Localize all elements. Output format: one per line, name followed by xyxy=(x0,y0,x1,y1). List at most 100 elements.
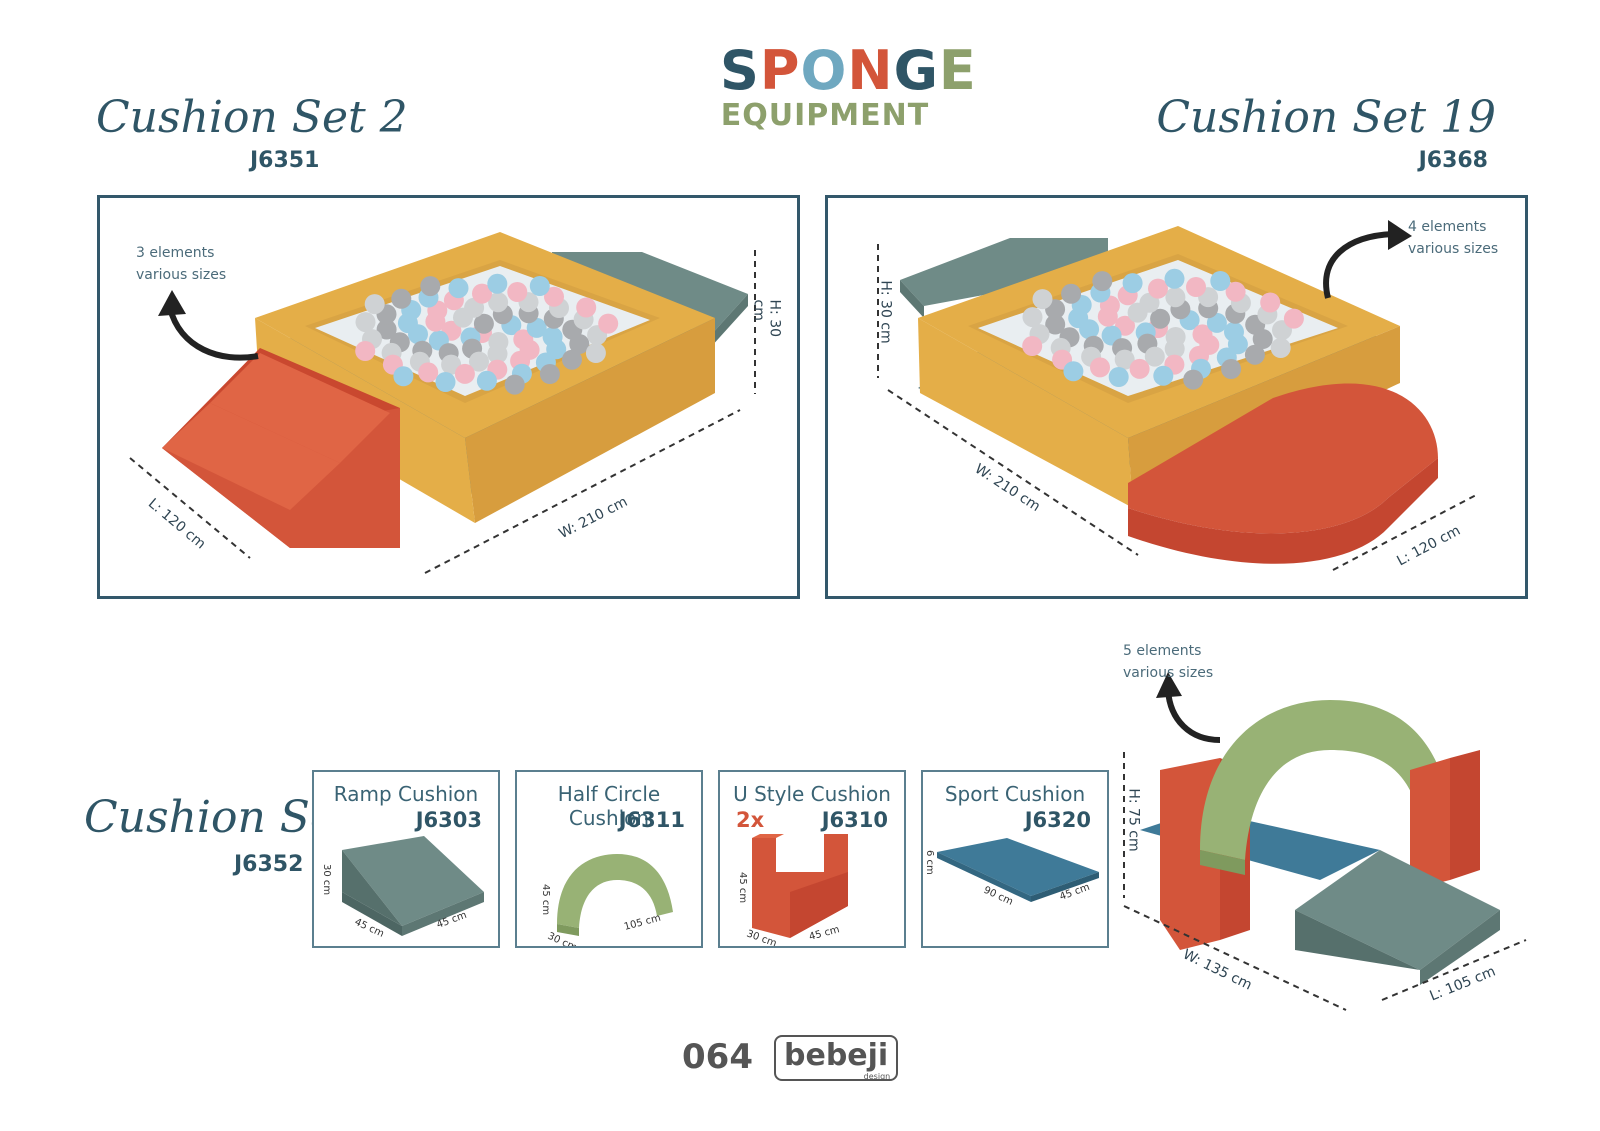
page-number: 064 xyxy=(682,1037,753,1077)
product-card-u-style: U Style Cushion 2x J6310 45 cm 30 cm 45 … xyxy=(718,770,906,948)
ball xyxy=(1114,349,1135,370)
ball xyxy=(435,372,456,392)
ball xyxy=(507,282,528,302)
ball xyxy=(1221,359,1242,379)
set-code: J6351 xyxy=(250,148,320,173)
brand-logo: SPONGE EQUIPMENT xyxy=(720,44,976,134)
ball xyxy=(562,349,582,370)
brand-logo-letter: E xyxy=(938,39,977,102)
ball xyxy=(544,286,564,307)
bebeji-logo-text: bebeji xyxy=(784,1038,889,1073)
ball xyxy=(469,351,489,372)
ball xyxy=(1148,278,1168,299)
brand-logo-letter: G xyxy=(893,39,939,102)
ball xyxy=(355,341,376,361)
ramp-cushion-image: 30 cm 45 cm 45 cm xyxy=(321,836,484,940)
ball xyxy=(1108,367,1129,387)
half-circle-cushion-image: 45 cm 30 cm 105 cm xyxy=(540,854,673,946)
product-code: J6320 xyxy=(1024,808,1091,832)
ball xyxy=(1045,314,1066,335)
ball xyxy=(504,374,525,395)
ball xyxy=(598,313,619,334)
product-name: U Style Cushion xyxy=(733,782,891,806)
brand-logo-bottom: EQUIPMENT xyxy=(720,98,930,133)
ball xyxy=(488,292,509,313)
set-19-illustration xyxy=(877,220,1479,571)
set-2-illustration xyxy=(129,232,756,574)
ball xyxy=(391,288,412,309)
product-name: Ramp Cushion xyxy=(333,782,479,806)
brand-logo-letter: P xyxy=(759,39,801,102)
note-line: various sizes xyxy=(1123,665,1214,681)
bebeji-logo: bebeji design xyxy=(774,1035,899,1081)
ball xyxy=(1186,277,1206,297)
sport-cushion-image: 6 cm 90 cm 45 cm xyxy=(924,838,1099,908)
product-name: Sport Cushion xyxy=(944,782,1086,806)
ball xyxy=(420,276,441,297)
ball xyxy=(1206,312,1227,333)
ball xyxy=(526,317,547,338)
ball xyxy=(1210,271,1231,291)
note-line: various sizes xyxy=(1408,241,1499,257)
height-dimension: H: 30 cm xyxy=(877,280,894,344)
height-dimension: H: 75 cm xyxy=(1125,788,1142,852)
height-dimension: H: 30 cm xyxy=(750,299,783,338)
ball xyxy=(376,319,397,340)
ball xyxy=(539,364,560,384)
dim-label: 45 cm xyxy=(737,872,748,903)
set-code: J6368 xyxy=(1418,148,1488,173)
elements-note: 3 elements various sizes xyxy=(136,242,226,286)
product-code: J6303 xyxy=(415,808,482,832)
ball xyxy=(355,312,376,333)
brand-logo-letter: S xyxy=(720,39,760,102)
bebeji-logo-sub: design xyxy=(863,1072,891,1081)
ball xyxy=(364,294,385,315)
set-title: Cushion Set 2 xyxy=(96,92,408,143)
ball xyxy=(1122,273,1143,294)
ball xyxy=(1260,292,1281,313)
ball xyxy=(1153,365,1174,386)
note-line: 3 elements xyxy=(136,245,215,261)
elements-note: 4 elements various sizes xyxy=(1408,216,1498,260)
product-card-sport: Sport Cushion J6320 6 cm 90 cm 45 cm xyxy=(921,770,1109,948)
brand-logo-letter: O xyxy=(800,39,848,102)
ball xyxy=(1270,338,1291,358)
ball xyxy=(476,370,497,391)
ball xyxy=(1164,268,1185,289)
ball xyxy=(1252,329,1273,349)
ball xyxy=(448,278,469,299)
ball xyxy=(487,273,508,294)
footer: 064 bebeji design xyxy=(682,1035,922,1085)
dim-label: 105 cm xyxy=(623,913,662,933)
ball xyxy=(1090,357,1110,378)
dim-label: 45 cm xyxy=(540,884,551,915)
ball xyxy=(1183,369,1204,390)
ball xyxy=(418,362,439,383)
ball xyxy=(1061,283,1082,304)
ball xyxy=(1164,338,1185,359)
ball xyxy=(569,334,590,354)
ball xyxy=(393,366,414,387)
brand-logo-letter: N xyxy=(847,39,894,102)
ball xyxy=(1092,271,1113,292)
ball xyxy=(1032,289,1053,310)
dim-label: 45 cm xyxy=(808,924,841,943)
ball xyxy=(1225,281,1246,302)
elements-note: 5 elements various sizes xyxy=(1123,640,1213,684)
product-code: J6311 xyxy=(618,808,685,832)
note-line: 5 elements xyxy=(1123,643,1202,659)
dim-label: 6 cm xyxy=(924,850,935,875)
product-code: J6310 xyxy=(821,808,888,832)
ball xyxy=(1150,308,1171,329)
set-3-illustration xyxy=(1123,672,1527,1011)
product-name: Half Circle Cushion xyxy=(557,782,661,830)
note-line: various sizes xyxy=(136,267,227,283)
ball xyxy=(1244,344,1265,365)
ball xyxy=(1129,358,1150,379)
set-code: J6352 xyxy=(234,852,304,877)
set-19-frame: 4 elements various sizes H: 30 cm W: 210… xyxy=(825,195,1528,599)
set-3-assembly: 5 elements various sizes H: 75 cm W: 135… xyxy=(1120,640,1560,1060)
ball xyxy=(1022,307,1043,328)
product-card-half-circle: Half Circle Cushion J6311 45 cm 30 cm 10… xyxy=(515,770,703,948)
ball xyxy=(1144,346,1165,367)
